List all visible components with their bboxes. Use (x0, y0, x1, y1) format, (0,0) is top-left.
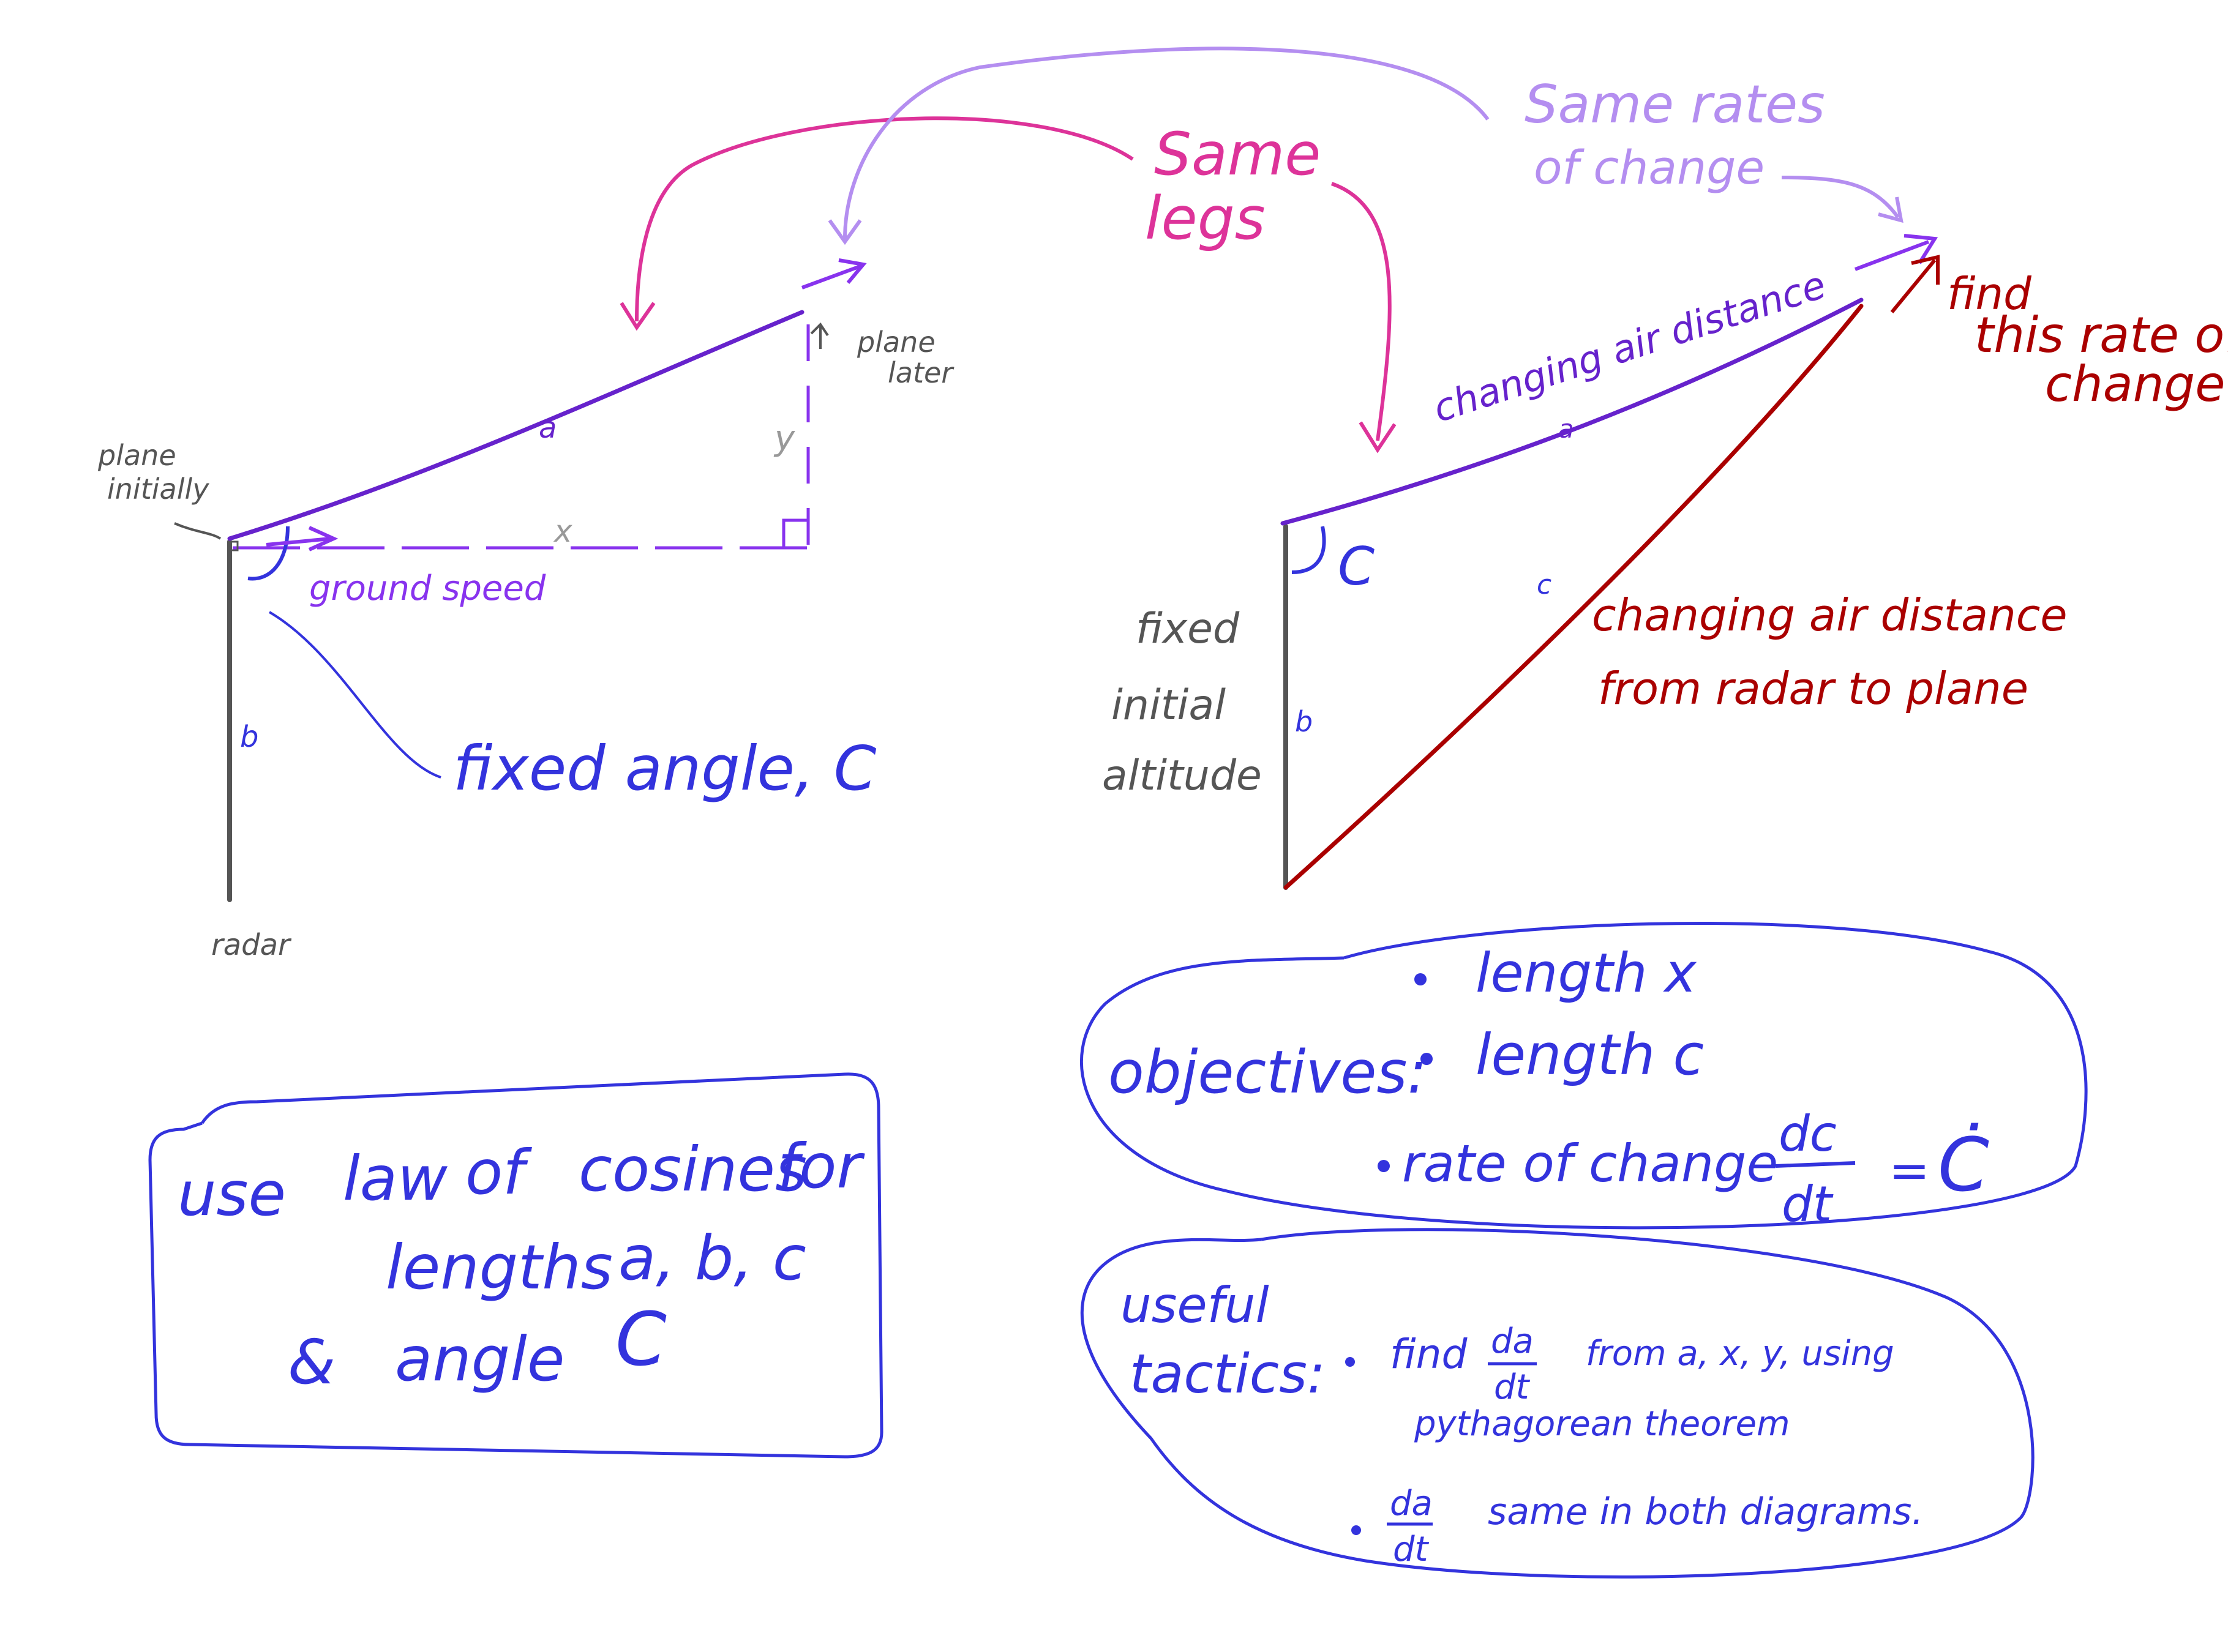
find-rate-label-3: change (2045, 356, 2225, 413)
changing-radar-label-1: changing air distance (1592, 589, 2068, 641)
law-line3-amp: & (288, 1326, 336, 1398)
plane-later-pointer (810, 322, 829, 349)
changing-radar-label-2: from radar to plane (1598, 663, 2028, 714)
objective-bullet-1 (1414, 973, 1427, 985)
same-rates-arrow-right (1781, 176, 1900, 219)
objective-item-2: length c (1476, 1022, 1704, 1088)
ground-speed-label: ground speed (309, 569, 546, 608)
right-velocity-arrow (1854, 240, 1930, 271)
law-line1-of: of (465, 1137, 532, 1208)
objective-item-1: length x (1476, 941, 1697, 1004)
find-rate-arrowhead (1911, 255, 1940, 285)
fixed-initial-altitude-1: fixed (1136, 605, 1240, 653)
right-angle-mark (782, 518, 808, 548)
same-rates-arrowhead-left (828, 219, 862, 245)
right-angle-c-arc (1291, 526, 1326, 574)
plane-initially-pointer (174, 522, 222, 540)
same-rates-arrow-left (843, 47, 1490, 239)
objective-bullet-2 (1420, 1053, 1433, 1065)
velocity-arrowhead (838, 258, 867, 284)
tactic1-num: da (1491, 1321, 1534, 1361)
fixed-angle-connector (268, 611, 441, 779)
tactic-bullet-1 (1345, 1357, 1355, 1367)
velocity-arrow (801, 264, 861, 290)
law-line1-use: use (178, 1158, 286, 1230)
tactics-label-1: useful (1120, 1277, 1269, 1334)
law-line3-C: C (615, 1298, 667, 1383)
right-leg-c-line (1283, 304, 1864, 890)
tactic1-find: find (1390, 1331, 1468, 1378)
tactics-box: useful tactics: find da dt from a, x, y,… (1080, 1228, 2035, 1579)
left-leg-b-label: b (240, 720, 258, 754)
tactics-label-2: tactics: (1130, 1342, 1326, 1405)
same-legs-label-2: legs (1145, 184, 1266, 253)
ground-speed-arrow (266, 537, 331, 547)
tactic-bullet-2 (1351, 1525, 1361, 1535)
same-legs-label-1: Same (1154, 120, 1321, 189)
right-diagram: changing air distance a b c C fixed init… (1102, 234, 2228, 890)
find-rate-label-1: find (1947, 268, 2032, 320)
same-legs-arrow-left (635, 116, 1134, 322)
law-line1-cosines: cosines (579, 1134, 807, 1205)
ground-speed-arrowhead (308, 526, 339, 551)
objective-bullet-3 (1378, 1160, 1390, 1172)
right-velocity-arrowhead (1904, 234, 1938, 264)
fixed-initial-altitude-2: initial (1111, 681, 1226, 730)
tactic1-post: from a, x, y, using (1586, 1334, 1894, 1374)
objective-fraction-bar (1775, 1161, 1856, 1168)
same-legs-arrowhead-left (620, 302, 656, 331)
radar-label: radar (211, 928, 292, 962)
right-leg-a-label: a (1558, 414, 1574, 444)
fixed-angle-label: fixed angle, C (453, 733, 877, 804)
right-leg-a-line (1280, 297, 1864, 526)
same-legs-arrow-right (1331, 182, 1392, 441)
objectives-box-outline (1080, 922, 2088, 1230)
same-rates-label-2: of change (1534, 140, 1765, 195)
right-angle-c-label: C (1338, 536, 1375, 597)
fixed-initial-altitude-3: altitude (1102, 752, 1262, 800)
angle-c-arc (247, 526, 290, 581)
left-leg-a-label: a (539, 411, 557, 445)
law-line2-abc: a, b, c (618, 1222, 806, 1294)
objectives-box: objectives: length x length c rate of ch… (1080, 922, 2088, 1233)
objective-fraction-den: dt (1782, 1176, 1834, 1233)
tactic2-post: same in both diagrams. (1488, 1490, 1923, 1533)
objective-item-3: rate of change (1402, 1134, 1778, 1194)
law-box-outline (148, 1072, 883, 1459)
top-annotations: Same legs Same rates of change (620, 47, 1904, 454)
left-diagram: plane initially plane later radar a b x … (97, 258, 955, 962)
law-line1-law: law (343, 1143, 448, 1214)
law-line2-lengths: lengths (386, 1232, 613, 1303)
left-leg-y-label: y (773, 419, 795, 458)
law-line3-angle: angle (395, 1323, 565, 1395)
law-of-cosines-box: use law of cosines for lengths a, b, c &… (148, 1072, 883, 1459)
tactic1-den: dt (1494, 1367, 1531, 1407)
plane-initial-marker (228, 540, 239, 551)
tactics-box-outline (1080, 1228, 2035, 1579)
same-legs-arrowhead-right (1359, 421, 1397, 454)
plane-initially-label-2: initially (107, 473, 209, 506)
right-leg-b-label: b (1295, 705, 1313, 738)
tactic1-line2: pythagorean theorem (1414, 1404, 1790, 1444)
find-rate-label-2: this rate of (1975, 307, 2228, 364)
tactic2-den: dt (1393, 1530, 1430, 1569)
plane-later-label-2: later (888, 356, 955, 389)
left-leg-x-label: x (553, 514, 572, 549)
right-leg-c-label: c (1537, 569, 1551, 600)
plane-later-label-1: plane (857, 326, 936, 359)
plane-initially-label-1: plane (97, 439, 176, 472)
objectives-label: objectives: (1108, 1038, 1427, 1107)
find-rate-arrow (1890, 259, 1937, 313)
objective-equals: = (1889, 1142, 1930, 1199)
same-rates-arrowhead-right (1878, 196, 1904, 223)
same-rates-label-1: Same rates (1525, 74, 1825, 135)
tactic2-num: da (1390, 1484, 1433, 1523)
law-line1-for: for (778, 1131, 865, 1202)
left-leg-a-line (227, 310, 805, 541)
objective-c-dot: Ċ (1938, 1123, 1989, 1208)
objective-fraction-num: dc (1779, 1105, 1837, 1162)
